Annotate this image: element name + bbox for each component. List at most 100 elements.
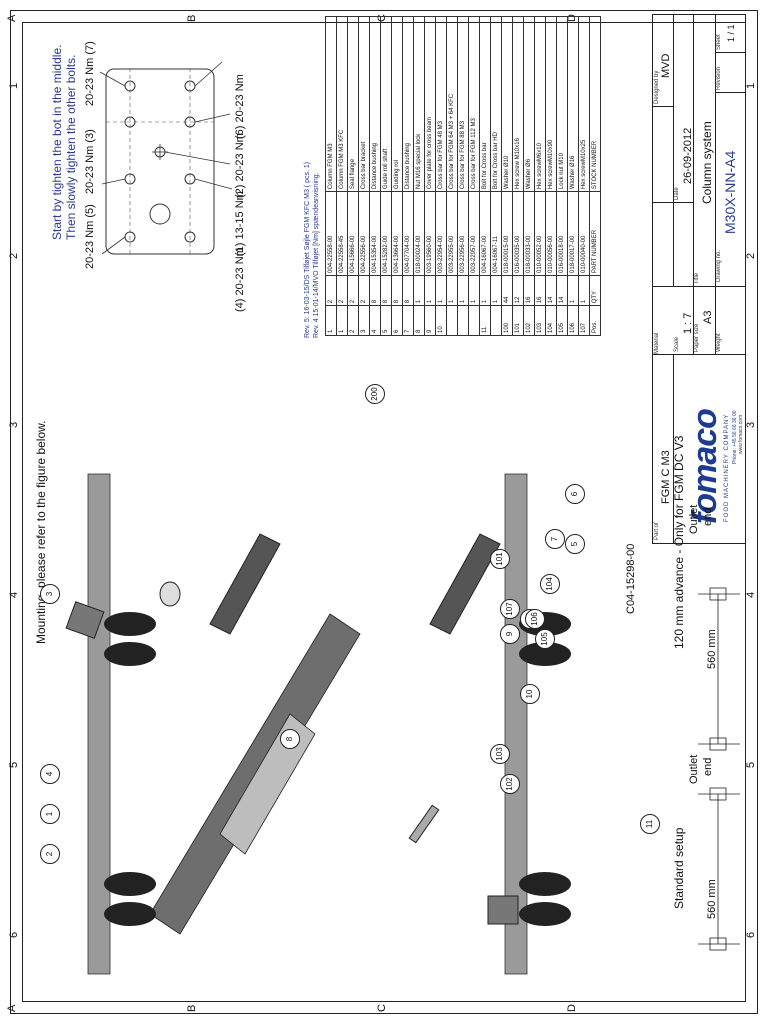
bom-cell: 003-22955-00 — [446, 191, 458, 276]
callout-bubble: 2 — [40, 844, 60, 864]
bom-cell: Bolt for Cross bar — [479, 16, 491, 192]
bom-cell: 004-22558-00 — [325, 191, 337, 276]
bom-cell: 010-00040-00 — [578, 191, 590, 276]
bom-header-cell: STOCK NUMBER — [589, 16, 601, 192]
callout-bubble: 9 — [500, 624, 520, 644]
callout-bubble: 102 — [500, 774, 520, 794]
bom-cell: 1 — [578, 275, 590, 306]
bom-cell: 004-07704-00 — [402, 191, 414, 276]
title-label: Title — [694, 272, 700, 284]
bom-cell: 101 — [512, 305, 524, 336]
bom-cell: 8 — [380, 275, 392, 306]
bolt-hole — [184, 231, 196, 243]
bom-cell: Distance bushing — [402, 16, 414, 192]
bom-cell: 1 — [424, 275, 436, 306]
bom-cell: 004-13664-00 — [391, 191, 403, 276]
outlet-end-label-1b: end — [702, 757, 714, 776]
bom-cell — [446, 305, 458, 336]
callout-bubble: 101 — [490, 549, 510, 569]
standard-dim — [698, 787, 740, 951]
grid-row-label: D — [566, 1004, 578, 1012]
drawing-no-label: Drawing no. — [716, 249, 722, 282]
torque-label-6: (6) 20-23 Nm — [234, 74, 246, 139]
torque-label-3: 20-23 Nm (3) — [84, 129, 96, 194]
date-value: 26-09-2012 — [682, 127, 694, 184]
leader-line — [164, 151, 231, 165]
torque-label-7: 20-23 Nm (7) — [84, 41, 96, 106]
bom-cell: Washer Ø6 — [523, 16, 535, 192]
paper-size-value: A3 — [702, 310, 714, 324]
bom-cell: 018-00024-00 — [413, 191, 425, 276]
sheet-label: Sheet — [716, 34, 722, 50]
grid-col-label: 1 — [745, 82, 757, 89]
bom-cell: 4 — [369, 305, 381, 336]
bom-cell: 004-15354-00 — [369, 191, 381, 276]
bom-cell: 7 — [402, 305, 414, 336]
torque-label-5: 20-23 Nm (5) — [84, 204, 96, 269]
title-value: Column system — [700, 121, 714, 204]
leader-line — [101, 236, 126, 255]
weight-label: Weight — [716, 333, 722, 352]
bom-cell: 018-00017-00 — [567, 191, 579, 276]
dimension-sketches — [698, 587, 740, 951]
grid-col-label: 2 — [8, 252, 20, 259]
guiding-roll — [104, 902, 156, 926]
grid-col-label: 5 — [745, 761, 757, 768]
callout-bubble: 200 — [365, 384, 385, 404]
bom-cell: 106 — [567, 305, 579, 336]
bom-cell: 8 — [413, 305, 425, 336]
bom-cell: 14 — [545, 275, 557, 306]
guiding-roll — [519, 642, 571, 666]
standard-setup-label: Standard setup — [672, 827, 686, 909]
grid-col-label: 2 — [745, 252, 757, 259]
leader-line — [194, 178, 233, 190]
guiding-roll — [104, 872, 156, 896]
leader-line — [99, 71, 126, 87]
torque-label-1: (1) 13-15 Nm — [234, 191, 246, 256]
callout-bubble: 11 — [640, 814, 660, 834]
cross-bar-bracket — [429, 533, 501, 635]
flange-left — [65, 601, 105, 639]
bom-cell: 16 — [534, 275, 546, 306]
bom-cell: 103 — [534, 305, 546, 336]
cross-bar-bracket — [209, 533, 281, 635]
grid-col-label: 5 — [8, 761, 20, 768]
callout-bubble: 103 — [490, 744, 510, 764]
bom-cell: 010-00052-00 — [534, 191, 546, 276]
callout-bubble: 7 — [545, 529, 565, 549]
company-subtitle: FOOD MACHINERY COMPANY — [724, 413, 730, 522]
bom-cell: 016-00035-00 — [512, 191, 524, 276]
bom-cell: Lock nut M10 — [556, 16, 568, 192]
bom-cell: 018-00033-00 — [523, 191, 535, 276]
callout-bubble: 6 — [565, 484, 585, 504]
leader-line — [194, 113, 231, 123]
bom-cell: Hex screw M10x16 — [512, 16, 524, 192]
bom-cell: 004-15282-00 — [380, 191, 392, 276]
designed-by-value: MVD — [660, 53, 672, 78]
grid-col-label: 1 — [8, 82, 20, 89]
grid-row-label: C — [376, 1004, 388, 1012]
scale-label: Scale — [674, 336, 680, 352]
bom-cell: 1 — [336, 305, 348, 336]
bom-cell: Nut M16 special lock — [413, 16, 425, 192]
grid-col-label: 3 — [745, 421, 757, 428]
bom-cell: 1 — [413, 275, 425, 306]
guiding-roll — [104, 642, 156, 666]
cover-plate — [219, 713, 316, 855]
